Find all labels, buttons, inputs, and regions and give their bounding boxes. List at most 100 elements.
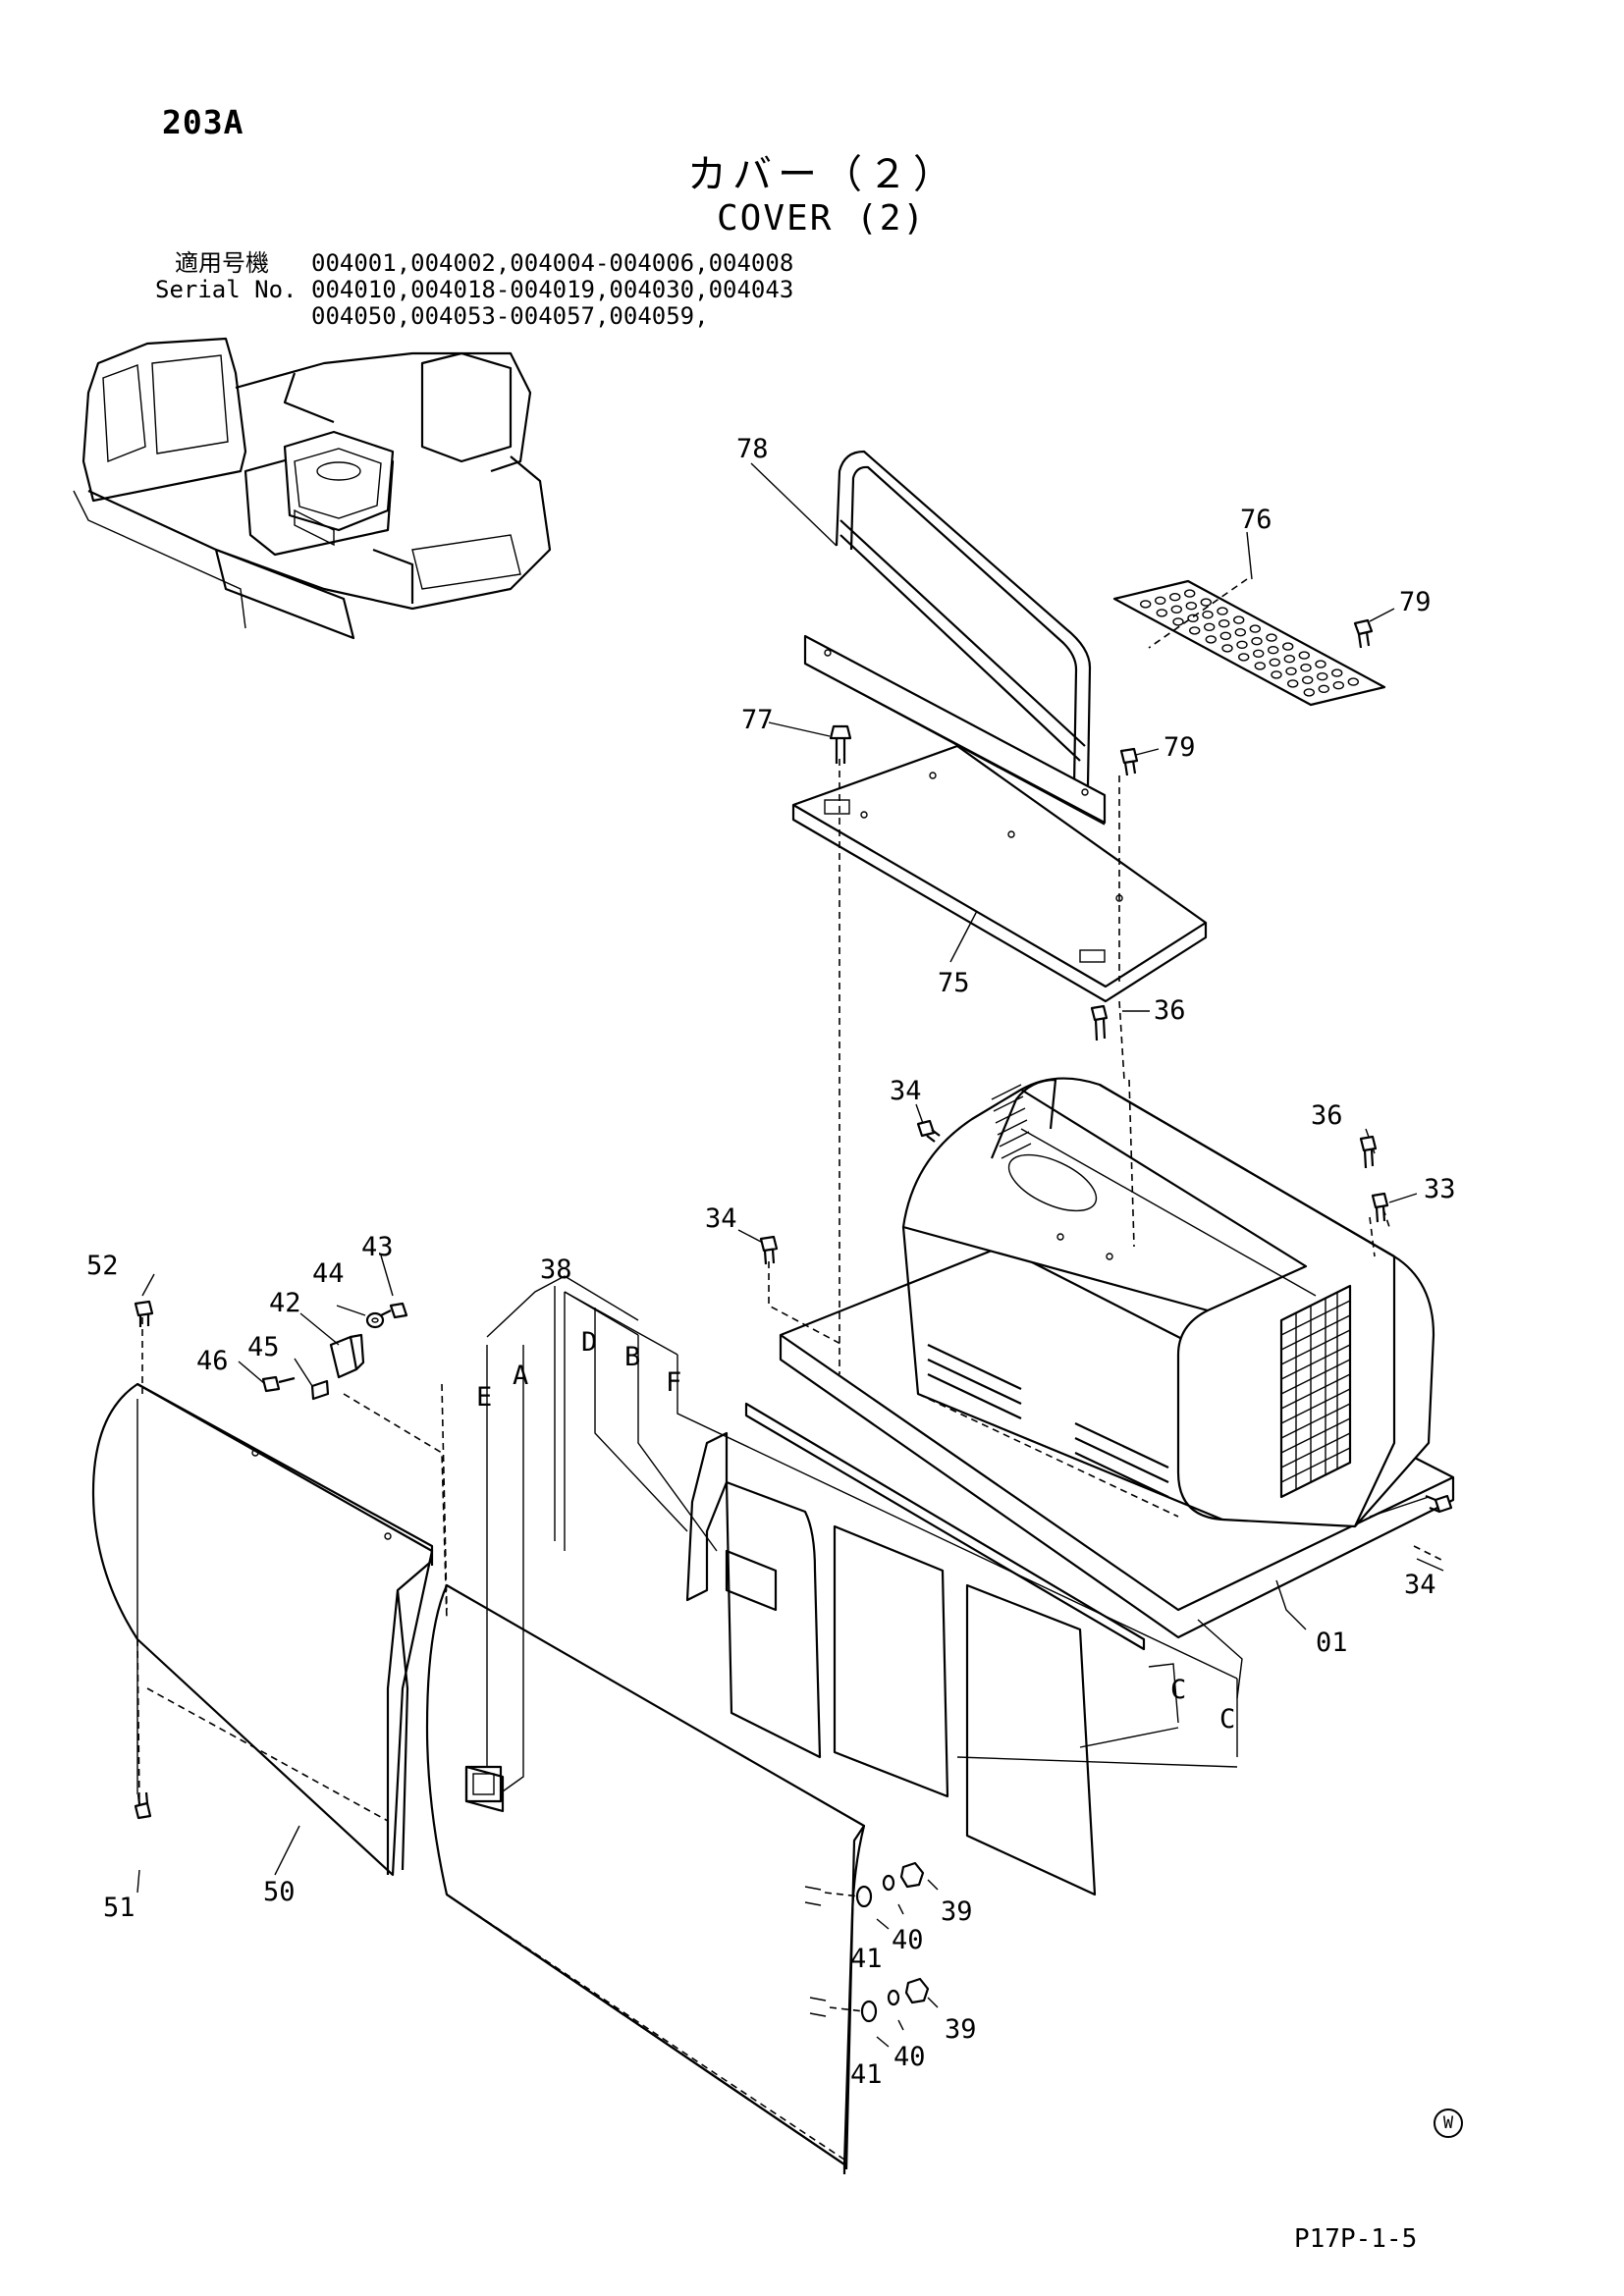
callout-38: 38 xyxy=(540,1255,572,1285)
callout-a: A xyxy=(513,1361,528,1391)
plate-perforation xyxy=(1205,635,1218,644)
callout-41: 41 xyxy=(850,2059,883,2090)
plate-perforation xyxy=(1316,672,1328,681)
serial-label-english: Serial No. xyxy=(155,276,298,303)
plate-perforation xyxy=(1187,614,1199,622)
washer-44-icon xyxy=(365,1311,385,1329)
washer-41-icon xyxy=(855,1885,878,2023)
lock-washer-40-icon xyxy=(882,1874,900,2006)
plate-perforation xyxy=(1315,660,1326,668)
plate-perforation xyxy=(1170,605,1183,614)
callout-45: 45 xyxy=(247,1332,280,1362)
plate-perforation xyxy=(1285,667,1297,675)
serial-numbers-line-2: 004010,004018-004019,004030,004043 xyxy=(311,276,794,303)
plate-perforation xyxy=(1188,626,1201,635)
plate-perforation xyxy=(1286,679,1299,688)
callout-36: 36 xyxy=(1154,995,1186,1026)
bolt-34-icon xyxy=(759,1119,1453,1514)
plate-perforation xyxy=(1281,642,1294,651)
plate-perforation xyxy=(1269,658,1281,667)
callout-43: 43 xyxy=(361,1232,394,1262)
callout-01: 01 xyxy=(1316,1628,1348,1658)
plate-perforation xyxy=(1203,622,1216,631)
callout-e: E xyxy=(476,1382,492,1413)
plate-perforation xyxy=(1252,649,1265,658)
page-title-japanese: カバー（２） xyxy=(687,152,958,197)
serial-numbers-line-1: 004001,004002,004004-004006,004008 xyxy=(311,249,794,277)
callout-42: 42 xyxy=(269,1288,301,1318)
callout-b: B xyxy=(624,1342,640,1372)
plate-perforation xyxy=(1332,681,1345,690)
footer-page-reference: P17P-1-5 xyxy=(1294,2224,1418,2254)
plate-perforation xyxy=(1154,596,1166,605)
side-panel-part-50 xyxy=(91,1382,434,1877)
leader-lines xyxy=(136,462,1444,2048)
callout-40: 40 xyxy=(892,1925,924,1955)
callout-40: 40 xyxy=(893,2042,926,2072)
engine-cover-part-01 xyxy=(779,1077,1455,1639)
handrail-part-78 xyxy=(803,450,1107,826)
insulation-panels-c xyxy=(685,1402,1146,1896)
callout-77: 77 xyxy=(741,705,774,735)
callout-39: 39 xyxy=(945,2014,977,2045)
callout-78: 78 xyxy=(736,434,769,464)
bolt-77-icon xyxy=(829,724,852,764)
plate-perforation xyxy=(1218,619,1230,628)
bolt-46-icon xyxy=(261,1375,296,1393)
plate-perforation xyxy=(1303,688,1316,697)
plate-perforation xyxy=(1298,651,1311,660)
callout-46: 46 xyxy=(196,1346,229,1376)
callout-34: 34 xyxy=(890,1076,922,1106)
plate-perforation xyxy=(1183,589,1196,598)
plate-perforation xyxy=(1202,611,1214,619)
page-code: 203A xyxy=(162,103,244,141)
plate-perforation xyxy=(1200,598,1213,607)
callout-36: 36 xyxy=(1311,1100,1343,1131)
plate-perforation xyxy=(1318,684,1330,693)
callout-41: 41 xyxy=(850,1944,883,1974)
callout-c: C xyxy=(1219,1704,1235,1735)
door-panel-part-38 xyxy=(425,1583,866,2174)
plate-perforation xyxy=(1219,631,1232,640)
plate-perforation xyxy=(1330,668,1343,677)
plate-perforation xyxy=(1301,675,1314,684)
bolt-33-icon xyxy=(1371,1192,1389,1223)
nut-39-icon xyxy=(899,1861,930,2004)
plate-perforation xyxy=(1185,602,1198,611)
callout-34: 34 xyxy=(705,1203,737,1234)
assembly-dashed-lines xyxy=(136,578,1444,2012)
plate-perforation xyxy=(1236,640,1248,649)
bracket-part-42 xyxy=(310,1333,365,1401)
page-title-english: COVER (2) xyxy=(717,198,927,239)
bolt-52-icon xyxy=(134,1300,154,1327)
callout-33: 33 xyxy=(1424,1174,1456,1204)
manufacturer-w-mark: W xyxy=(1434,2109,1463,2138)
callout-34: 34 xyxy=(1404,1570,1436,1600)
callout-51: 51 xyxy=(103,1893,135,1923)
plate-perforation xyxy=(1168,593,1181,602)
callout-39: 39 xyxy=(941,1896,973,1927)
plate-perforation xyxy=(1221,644,1233,653)
callout-52: 52 xyxy=(86,1251,119,1281)
plate-perforation xyxy=(1139,600,1152,609)
callout-f: F xyxy=(666,1367,681,1398)
callout-d: D xyxy=(581,1327,597,1358)
callout-79: 79 xyxy=(1164,732,1196,763)
plate-perforation xyxy=(1251,637,1263,646)
plate-perforation xyxy=(1347,677,1360,686)
plate-perforation xyxy=(1267,646,1279,655)
serial-label-japanese: 適用号機 xyxy=(175,249,269,277)
plate-perforation xyxy=(1271,670,1282,679)
plate-perforation xyxy=(1232,615,1245,624)
callout-76: 76 xyxy=(1240,505,1272,535)
bolt-43-icon xyxy=(380,1302,408,1319)
excavator-locator-illustration xyxy=(73,337,552,640)
callout-c: C xyxy=(1170,1675,1186,1705)
plate-perforation xyxy=(1156,609,1168,617)
callout-50: 50 xyxy=(263,1877,296,1907)
callout-44: 44 xyxy=(312,1258,345,1289)
serial-numbers-line-3: 004050,004053-004057,004059, xyxy=(311,302,709,330)
plate-perforation xyxy=(1217,607,1228,615)
